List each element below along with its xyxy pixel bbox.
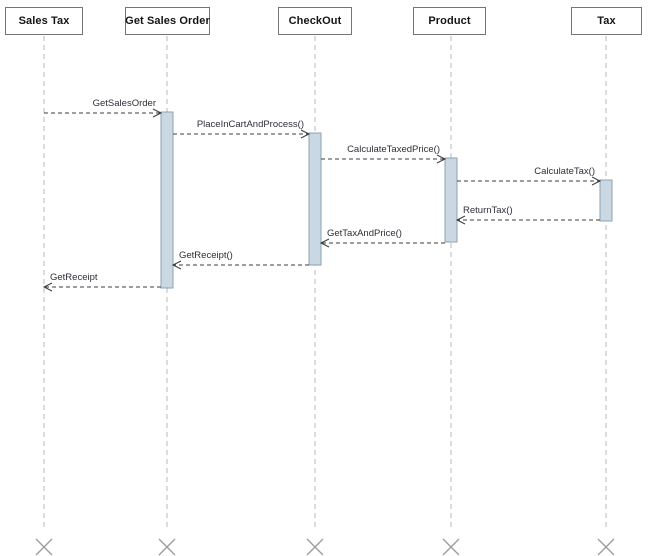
activation-bar-checkout — [308, 132, 322, 266]
activation-bar-get-sales-order — [160, 111, 174, 289]
message-arrowhead-icon — [152, 108, 163, 118]
message-arrowhead-icon — [591, 176, 602, 186]
message-arrowhead-icon — [436, 154, 447, 164]
destroy-x-icon — [306, 538, 324, 556]
destroy-x-icon — [442, 538, 460, 556]
activation-bar-tax — [599, 179, 613, 222]
activation-bar-product — [444, 157, 458, 243]
message-arrowhead-icon — [300, 129, 311, 139]
destroy-x-icon — [35, 538, 53, 556]
message-arrowhead-icon — [319, 238, 330, 248]
destroy-x-icon — [158, 538, 176, 556]
message-arrowhead-icon — [42, 282, 53, 292]
message-arrowhead-icon — [455, 215, 466, 225]
destroy-x-icon — [597, 538, 615, 556]
message-arrowhead-icon — [171, 260, 182, 270]
